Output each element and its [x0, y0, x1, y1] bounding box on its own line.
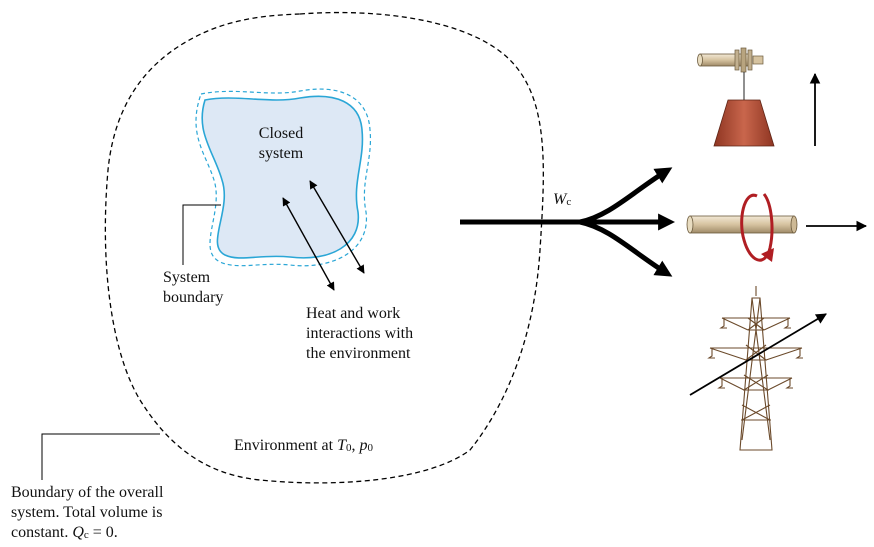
environment-label: Environment at T0, p0	[234, 437, 373, 454]
electricity-arrow	[689, 313, 827, 396]
work-branch-up	[579, 167, 673, 225]
overall-system-boundary	[104, 11, 544, 484]
work-branch-down	[579, 219, 673, 277]
interactions-line1: Heat and work	[306, 305, 401, 322]
overall-boundary-line2: system. Total volume is	[11, 504, 163, 521]
overall-boundary-leader	[41, 433, 160, 480]
interactions-line2: interactions with	[306, 325, 414, 342]
overall-boundary-line3: constant. Qc = 0.	[11, 524, 118, 541]
closed-system-line1: Closed	[258, 125, 304, 142]
interaction-arrow-2	[309, 180, 365, 274]
work-symbol: W	[553, 191, 567, 208]
overall-boundary-label: Boundary of the overall system. Total vo…	[11, 483, 163, 543]
transmission-tower-icon	[707, 286, 803, 451]
system-boundary-leader	[182, 204, 221, 265]
pressure-symbol: p	[359, 437, 368, 454]
raised-weight-icon	[697, 47, 775, 147]
closed-system-line2: system	[258, 145, 304, 162]
rotating-shaft-icon	[686, 193, 798, 262]
system-boundary-line1: System	[163, 269, 211, 286]
closed-system-label: Closed system	[246, 124, 316, 164]
work-output-arrows	[460, 167, 676, 277]
interactions-line3: the environment	[306, 345, 411, 362]
closed-system-region	[201, 95, 364, 259]
heat-symbol: Q	[72, 524, 84, 541]
system-boundary-label: System boundary	[163, 268, 223, 308]
temperature-symbol: T	[337, 437, 346, 454]
interactions-label: Heat and work interactions with the envi…	[306, 304, 413, 364]
system-boundary-line2: boundary	[163, 289, 224, 306]
interaction-arrow-1	[282, 197, 335, 291]
rotation-arrow	[740, 193, 774, 262]
work-label: Wc	[553, 191, 572, 208]
overall-boundary-line1: Boundary of the overall	[11, 484, 164, 501]
